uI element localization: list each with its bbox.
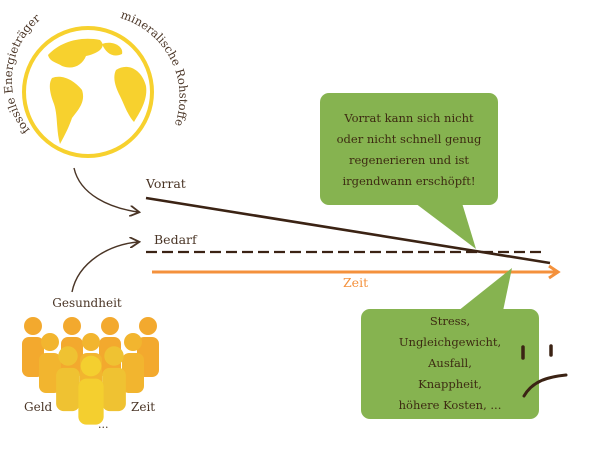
time-arrowhead-icon bbox=[548, 264, 561, 280]
speech-bubble-bottom: Stress, Ungleichgewicht, Ausfall, Knapph… bbox=[361, 268, 539, 419]
person-figure bbox=[78, 355, 104, 425]
person-figure bbox=[22, 317, 44, 377]
people-label-time: Zeit bbox=[131, 400, 155, 414]
supply-label: Vorrat bbox=[145, 176, 186, 191]
bubble-bottom-line: Knappheit, bbox=[418, 377, 482, 391]
supply-line bbox=[145, 196, 551, 265]
connector-arrow-people bbox=[71, 242, 138, 293]
bubble-top-line: Vorrat kann sich nicht bbox=[343, 111, 474, 125]
people-group-icon bbox=[22, 317, 159, 425]
arc-label-fossil: fossile Energieträger bbox=[1, 11, 43, 137]
person-figure bbox=[122, 333, 144, 393]
bubble-top-line: oder nicht schnell genug bbox=[337, 132, 482, 146]
people-label-more: ... bbox=[98, 418, 109, 431]
person-figure bbox=[39, 333, 61, 393]
connector-arrow-globe bbox=[73, 167, 138, 212]
bubble-bottom-line: Stress, bbox=[430, 314, 470, 328]
svg-text:fossile Energieträger: fossile Energieträger bbox=[1, 11, 43, 137]
time-label: Zeit bbox=[343, 275, 368, 290]
globe-icon bbox=[22, 26, 154, 158]
demand-label: Bedarf bbox=[154, 232, 198, 247]
bubble-bottom-line: Ungleichgewicht, bbox=[399, 335, 501, 349]
person-figure bbox=[102, 346, 126, 412]
bubble-top-line: irgendwann erschöpft! bbox=[342, 174, 475, 188]
people-label-health: Gesundheit bbox=[52, 296, 122, 310]
speech-bubble-top: Vorrat kann sich nicht oder nicht schnel… bbox=[320, 93, 498, 249]
person-figure bbox=[56, 346, 80, 412]
sad-face-icon bbox=[521, 344, 568, 398]
people-label-money: Geld bbox=[24, 400, 53, 414]
bubble-top-line: regenerieren und ist bbox=[349, 153, 469, 167]
bubble-bottom-line: Ausfall, bbox=[427, 356, 472, 370]
bubble-bottom-line: höhere Kosten, ... bbox=[399, 398, 502, 412]
